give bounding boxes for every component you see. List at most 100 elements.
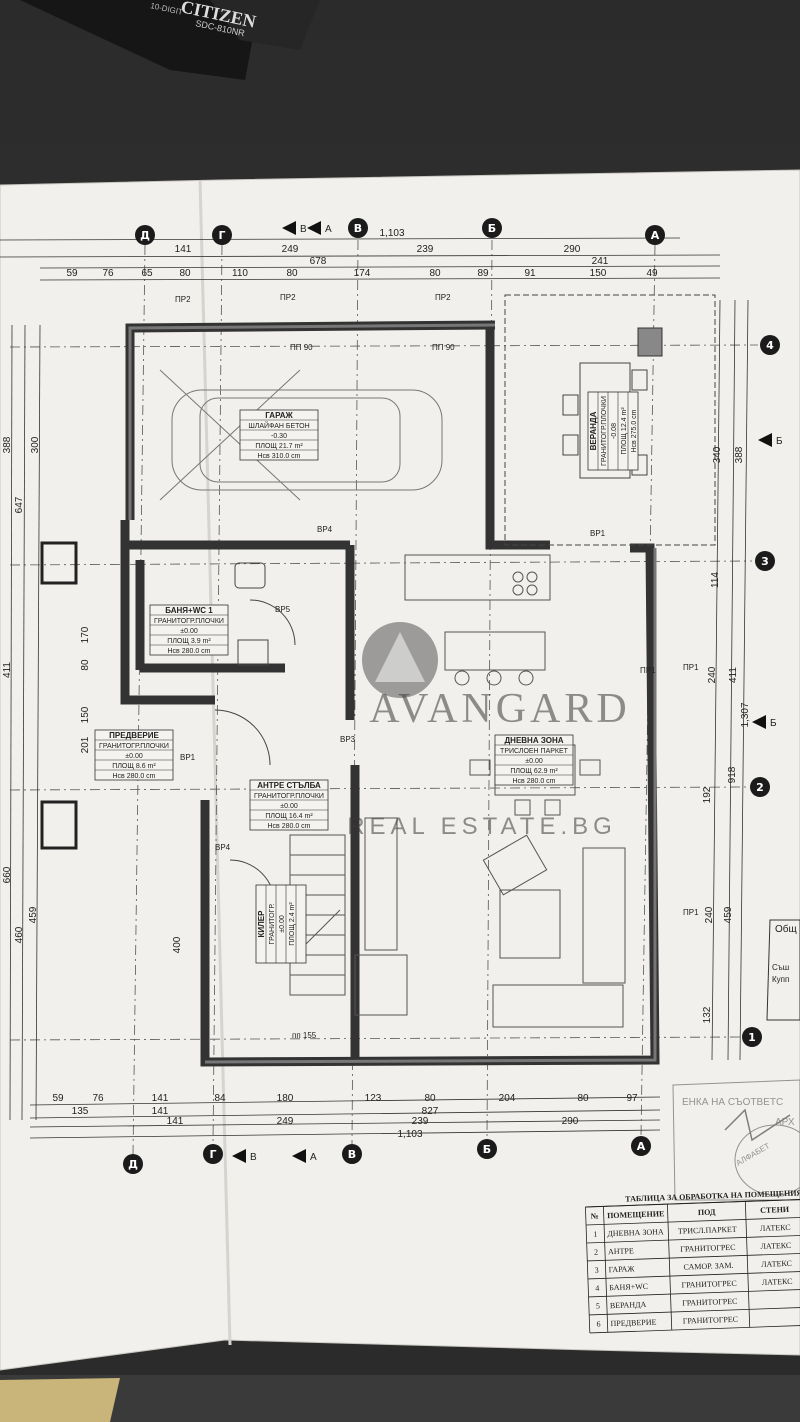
side-box-line: Съш <box>772 963 789 972</box>
dimension-lines <box>0 237 749 1139</box>
axis-label: Б <box>488 222 496 235</box>
dimension-value: 388 <box>734 446 745 463</box>
dimension-value: 80 <box>286 268 298 279</box>
axis-bubble <box>477 1139 497 1159</box>
room-area: ПЛОЩ 62.9 m² <box>510 768 558 775</box>
dimension-value: 150 <box>80 706 91 723</box>
paper-fold <box>198 179 232 1346</box>
room-area: ПЛОЩ 2.4 m² <box>289 902 296 946</box>
dimension-value: 340 <box>712 446 723 463</box>
dimension-value: 1,307 <box>740 702 751 727</box>
table-cell: ЛАТЕКС <box>760 1241 791 1251</box>
veranda-outline <box>504 294 716 546</box>
room-name: ДНЕВНА ЗОНА <box>504 736 563 745</box>
dimension-value: 918 <box>727 766 738 783</box>
watermark-brand: AVANGARD <box>369 686 631 732</box>
axis-marker-bottom: Б <box>477 1139 497 1159</box>
dimension-value: 459 <box>723 906 734 923</box>
dimension-value: 204 <box>499 1093 516 1104</box>
axis-marker-right: 1 <box>742 1027 762 1047</box>
dimension-value: 827 <box>422 1106 439 1117</box>
column <box>637 327 663 357</box>
room-area: ПЛОЩ 3.9 m² <box>167 638 211 645</box>
dimension-value: 239 <box>417 244 434 255</box>
dimension-value: 290 <box>562 1116 579 1127</box>
table-cell: ЛАТЕКС <box>761 1259 792 1269</box>
dimension-value: 141 <box>152 1093 169 1104</box>
table-header: № <box>591 1212 599 1221</box>
room-area: ПЛОЩ 16.4 m² <box>265 813 313 820</box>
axis-marker-top: А <box>645 225 665 245</box>
dimension-value: 65 <box>141 268 153 279</box>
table-header: ПОМЕЩЕНИЕ <box>607 1209 665 1220</box>
calculator: CITIZEN SDC-810NR 10-DIGIT <box>20 0 320 80</box>
table-cell: ДНЕВНА ЗОНА <box>607 1227 664 1238</box>
table-cell: ЛАТЕКС <box>760 1223 791 1233</box>
opening-label: ПР1 <box>683 908 699 917</box>
axis-label: Г <box>209 1148 216 1161</box>
room-name: ПРЕДВЕРИЕ <box>109 731 159 740</box>
axis-label: В <box>348 1148 356 1161</box>
axis-label: 1 <box>748 1031 756 1044</box>
dimension-value: 240 <box>704 906 715 923</box>
axis-bubble <box>203 1144 223 1164</box>
opening-label: пп 155 <box>292 1031 317 1040</box>
room-name: АНТРЕ СТЪЛБА <box>257 781 321 790</box>
section-label: А <box>325 224 332 235</box>
room-floor: ГРАНИТОГР. <box>269 903 276 944</box>
table-cell: 3 <box>594 1266 598 1275</box>
dimension-value: 459 <box>28 906 39 923</box>
dimension-value: 141 <box>152 1106 169 1117</box>
dimension-value: 678 <box>310 256 327 267</box>
room-name: ГАРАЖ <box>265 411 293 420</box>
car-outline <box>159 369 443 501</box>
stamp-text: АРХ <box>775 1117 795 1128</box>
axis-label: В <box>354 222 362 235</box>
room-area: ПЛОЩ 8.6 m² <box>112 763 156 770</box>
table-cell: 6 <box>596 1320 600 1329</box>
opening-label: ВР3 <box>340 735 356 744</box>
dimension-value: 192 <box>702 786 713 803</box>
axis-bubble <box>631 1136 651 1156</box>
table-cell: ГАРАЖ <box>608 1264 635 1274</box>
opening-label: ПР2 <box>435 293 451 302</box>
section-arrow-icon <box>292 1149 306 1163</box>
section-label: Б <box>776 436 783 447</box>
section-label: В <box>300 224 307 235</box>
signature <box>724 1108 791 1142</box>
opening-label: ПР1 <box>640 666 656 675</box>
dimension-value: 180 <box>277 1093 294 1104</box>
axis-marker-right: 3 <box>755 551 775 571</box>
dimension-value: 89 <box>477 268 489 279</box>
table-header: СТЕНИ <box>760 1205 790 1215</box>
dimension-value: 249 <box>282 244 299 255</box>
table-cell: ЛАТЕКС <box>762 1277 793 1287</box>
room-height: Нсв 280.0 cm <box>512 778 555 785</box>
table-cell: 2 <box>594 1248 598 1257</box>
stamp-text: ЕНКА НА СЪОТВЕТС <box>682 1097 783 1108</box>
room-height: Нсв 280.0 cm <box>167 648 210 655</box>
side-info-box: Общ Съш Купп <box>766 919 800 1021</box>
room-area: ПЛОЩ 12.4 m² <box>621 407 628 455</box>
dimension-value: 114 <box>710 572 721 588</box>
dimension-value: 123 <box>365 1093 382 1104</box>
room-floor: ГРАНИТОГР.ПЛОЧКИ <box>254 793 324 800</box>
room-level: -0.30 <box>271 433 287 440</box>
dimension-value: 300 <box>30 436 41 453</box>
opening-label: ВР1 <box>590 529 606 538</box>
dimension-value: 249 <box>277 1116 294 1127</box>
room-height: Нсв 310.0 cm <box>257 453 300 460</box>
opening-label: ПР1 <box>683 663 699 672</box>
table-cell: ГРАНИТОГРЕС <box>680 1243 736 1254</box>
axis-marker-right: 2 <box>750 777 770 797</box>
axis-label: Г <box>218 229 225 242</box>
opening-label: ВР1 <box>180 753 196 762</box>
dimension-value: 132 <box>702 1006 713 1023</box>
side-box-title: Общ <box>775 923 797 935</box>
section-arrow-icon <box>282 221 296 235</box>
axis-bubble <box>645 225 665 245</box>
axis-label: Д <box>140 229 150 242</box>
